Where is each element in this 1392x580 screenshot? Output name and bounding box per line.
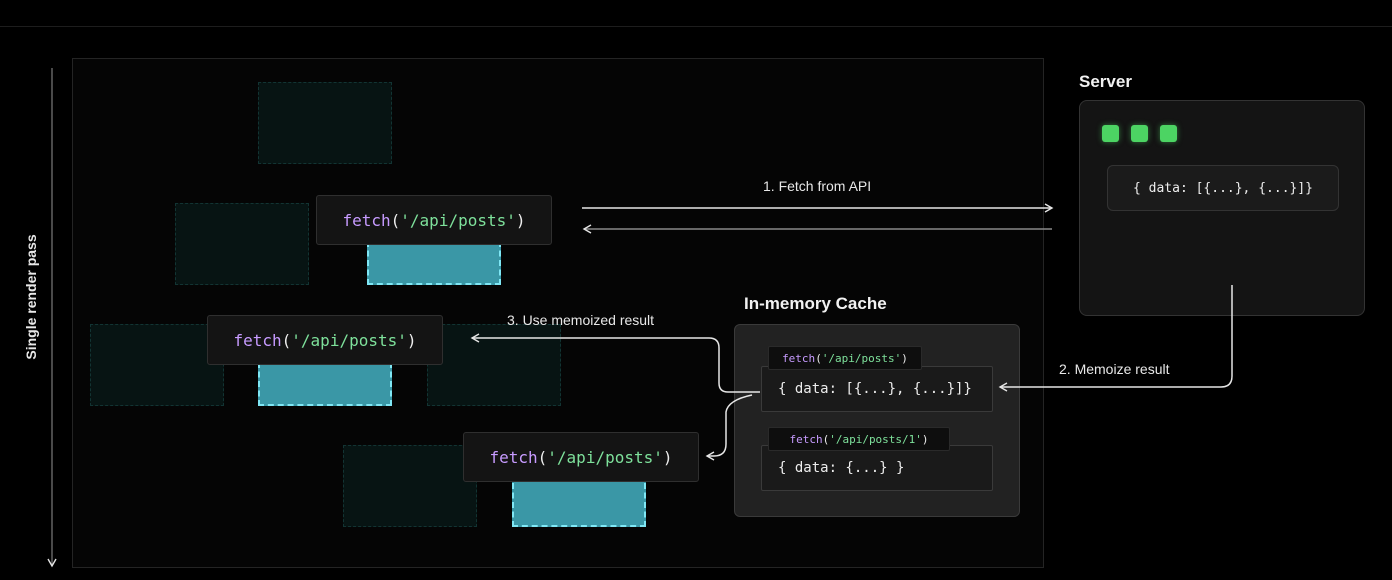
step-use-memoized-label: 3. Use memoized result [507,312,655,328]
cache-entry-key: fetch('/api/posts') [768,346,922,370]
server-title: Server [1079,72,1132,91]
step-memoize-label: 2. Memoize result [1059,361,1170,377]
fetch-call-box: fetch('/api/posts') [207,315,443,365]
fetch-call-box: fetch('/api/posts') [463,432,699,482]
server-status-dot [1131,125,1148,142]
server-status-dot [1160,125,1177,142]
top-bar [0,0,1392,27]
use-memoized-arrow [705,394,753,461]
cache-entry-value: { data: {...} } [761,445,993,491]
fetch-arg: '/api/posts' [291,330,407,350]
step-fetch-label: 1. Fetch from API [763,178,872,194]
component-block [90,324,224,406]
fetch-fn: fetch [489,447,538,467]
component-block [258,82,392,164]
server-status-dot [1102,125,1119,142]
fetch-arg: '/api/posts' [547,447,663,467]
server-response: { data: [{...}, {...}]} [1107,165,1339,211]
server-box: { data: [{...}, {...}]} [1079,100,1365,316]
fetch-fn: fetch [233,330,282,350]
memoize-arrow [998,285,1233,392]
fetch-arg: '/api/posts' [400,210,516,230]
fetch-fn: fetch [342,210,391,230]
fetch-call-box: fetch('/api/posts') [316,195,552,245]
use-memoized-arrow [470,333,760,393]
component-block [343,445,477,527]
cache-title: In-memory Cache [744,294,887,313]
cache-entry-key: fetch('/api/posts/1') [768,427,950,451]
component-block [175,203,309,285]
in-memory-cache-box: { data: [{...}, {...}]} fetch('/api/post… [734,324,1020,517]
